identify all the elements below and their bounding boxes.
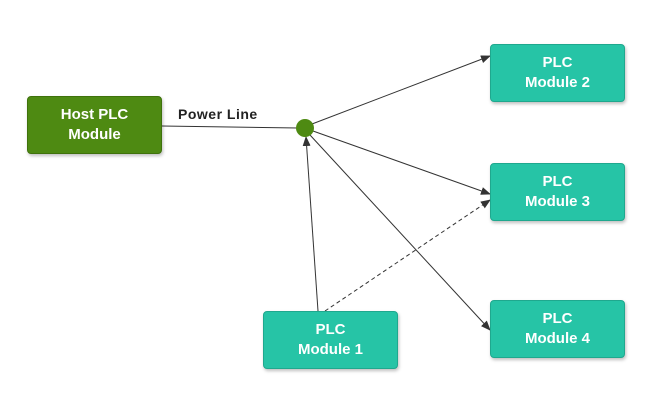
host-plc-module-label-line1: Host PLC (60, 106, 129, 123)
hub-to-module-4-link (309, 134, 491, 331)
plc-module-2: PLC Module 2 (490, 44, 625, 102)
plc-module-1: PLC Module 1 (263, 311, 398, 369)
plc-module-4-label-line1: PLC (542, 310, 573, 327)
host-plc-module-label-line2: Module (68, 126, 121, 143)
plc-module-2-label-line2: Module 2 (524, 74, 590, 91)
plc-module-4: PLC Module 4 (490, 300, 625, 358)
hub-to-module-3-link (312, 130, 491, 195)
module-1-to-module-3-dashed-link (324, 199, 491, 312)
plc-module-3: PLC Module 3 (490, 163, 625, 221)
power-line-label: Power Line (178, 106, 258, 122)
plc-module-3-label-line1: PLC (542, 173, 573, 190)
plc-module-1-label-line2: Module 1 (297, 341, 363, 358)
host-plc-module: Host PLC Module (27, 96, 162, 154)
power-line-hub-node (296, 119, 314, 137)
module-1-to-hub-link (302, 136, 319, 312)
plc-module-3-label-line2: Module 3 (524, 193, 590, 210)
plc-module-1-label-line1: PLC (315, 321, 346, 338)
plc-module-2-label-line1: PLC (542, 54, 573, 71)
hub-to-module-2-link (311, 55, 491, 125)
power-line (161, 125, 299, 129)
plc-module-4-label-line2: Module 4 (524, 330, 590, 347)
